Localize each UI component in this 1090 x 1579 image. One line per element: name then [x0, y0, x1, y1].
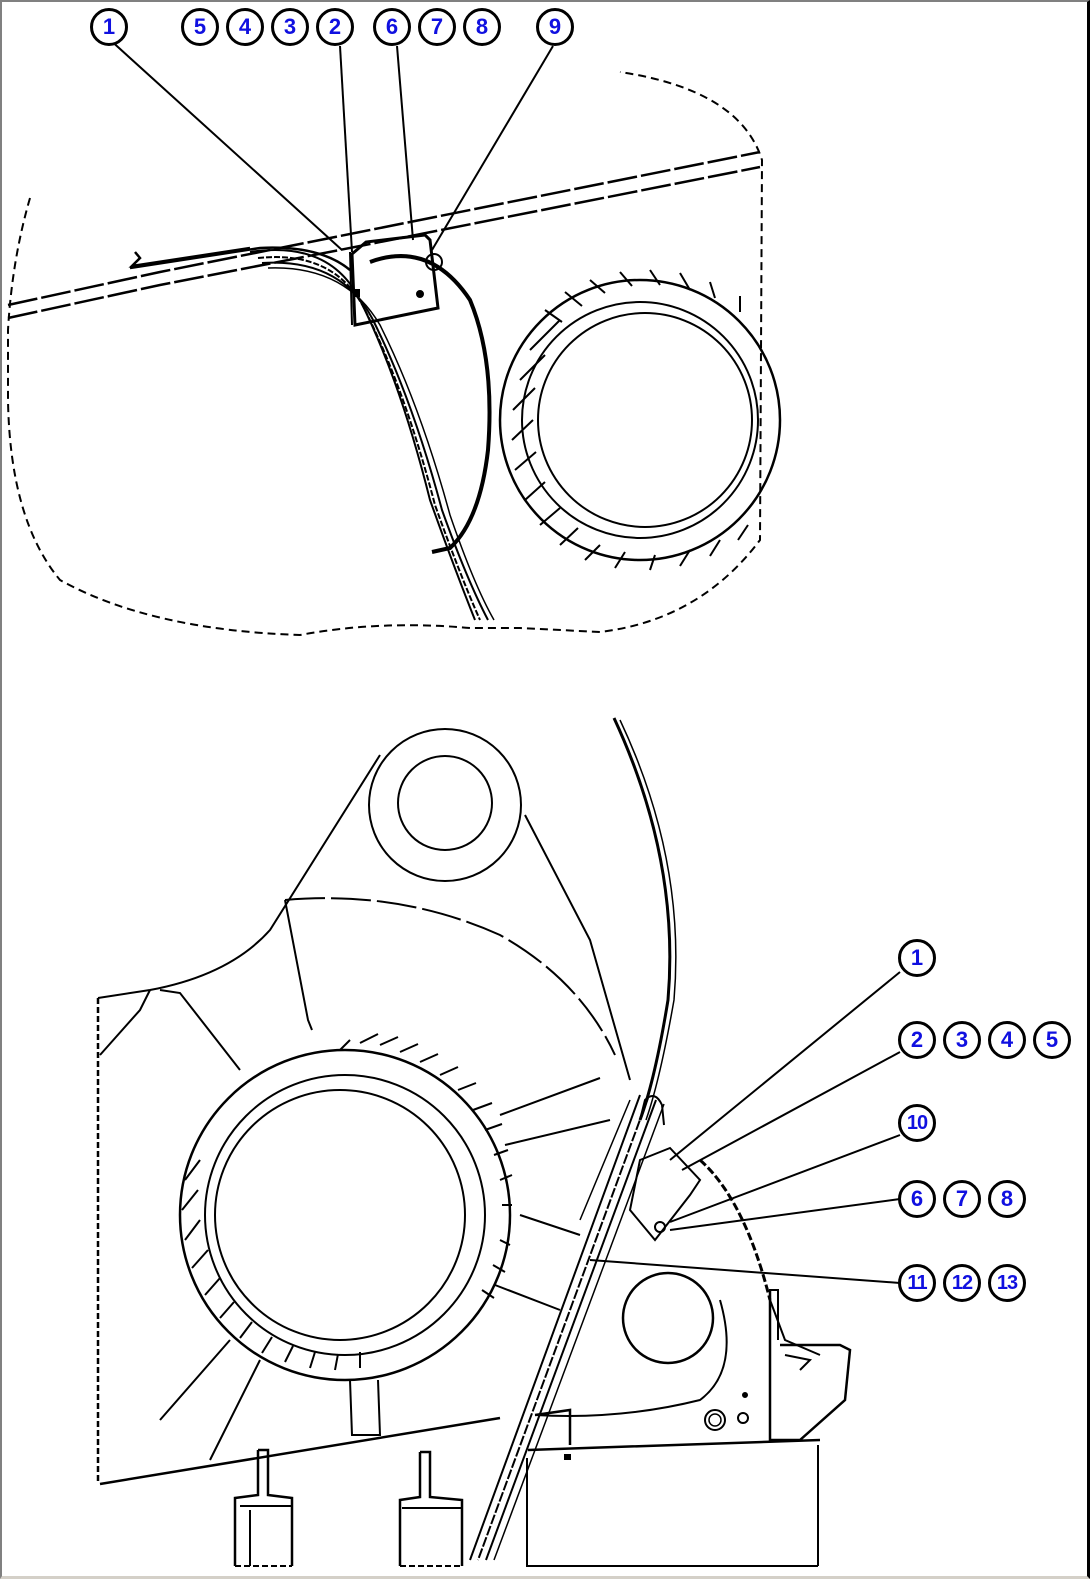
callout-2[interactable]: 2: [898, 1021, 936, 1059]
callout-6[interactable]: 6: [373, 8, 411, 46]
callout-11[interactable]: 11: [898, 1264, 936, 1302]
callout-10[interactable]: 10: [898, 1104, 936, 1142]
callout-2[interactable]: 2: [316, 8, 354, 46]
callout-4[interactable]: 4: [988, 1021, 1026, 1059]
callout-4[interactable]: 4: [226, 8, 264, 46]
callout-7[interactable]: 7: [943, 1180, 981, 1218]
callout-1[interactable]: 1: [898, 939, 936, 977]
callout-13[interactable]: 13: [988, 1264, 1026, 1302]
callout-5[interactable]: 5: [1033, 1021, 1071, 1059]
callout-1[interactable]: 1: [90, 8, 128, 46]
top-figure: [7, 37, 782, 637]
callout-9[interactable]: 9: [536, 8, 574, 46]
hatched-ring-top: [498, 269, 782, 571]
bottom-figure: [96, 717, 901, 1567]
callout-3[interactable]: 3: [271, 8, 309, 46]
hatched-ring-bottom: [178, 1033, 513, 1382]
callout-5[interactable]: 5: [181, 8, 219, 46]
callout-8[interactable]: 8: [463, 8, 501, 46]
callout-7[interactable]: 7: [418, 8, 456, 46]
callout-8[interactable]: 8: [988, 1180, 1026, 1218]
callout-6[interactable]: 6: [898, 1180, 936, 1218]
callout-3[interactable]: 3: [943, 1021, 981, 1059]
callout-12[interactable]: 12: [943, 1264, 981, 1302]
